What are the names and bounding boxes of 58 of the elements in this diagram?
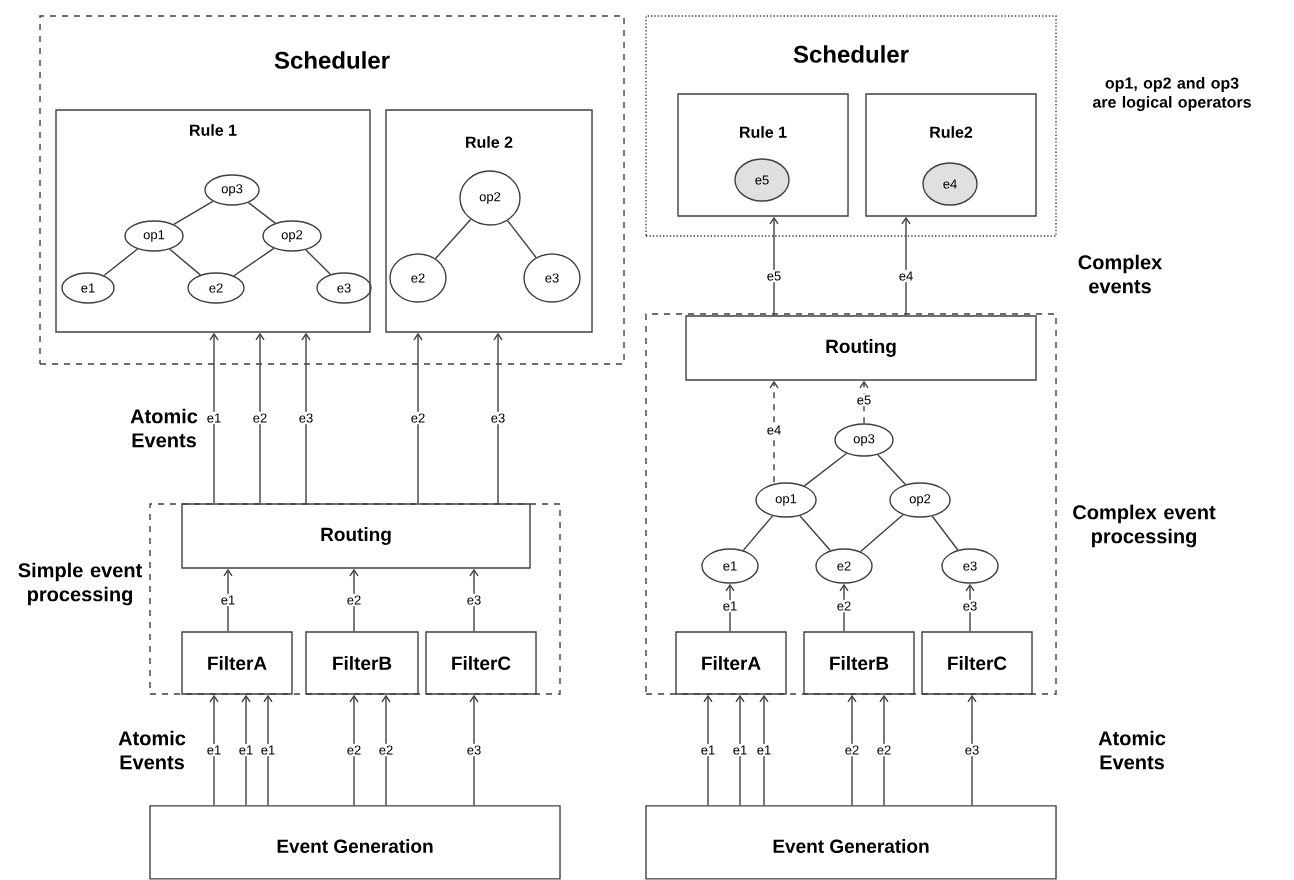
connector-line (799, 515, 832, 552)
arrow (703, 694, 713, 806)
connector-line (931, 515, 959, 551)
connector-line (803, 452, 848, 487)
arrow (241, 694, 251, 806)
arrow (493, 332, 503, 504)
arrow (847, 694, 857, 806)
event-generation-box: Event Generation (645, 805, 1057, 880)
connector-line (742, 515, 774, 552)
connector-line (506, 220, 537, 259)
arrow (965, 583, 975, 632)
connector-line (233, 247, 275, 277)
filter-box: FilterA (675, 631, 787, 695)
arrow (769, 380, 779, 483)
arrow (209, 332, 219, 504)
filter-box: FilterB (803, 631, 915, 695)
arrow (469, 568, 479, 632)
arrow (263, 694, 273, 806)
routing-box: Routing (685, 315, 1037, 381)
side-label: Complex events (1078, 254, 1163, 294)
connector-line (169, 248, 202, 276)
side-label: Atomic Events (130, 408, 198, 448)
arrow (381, 694, 391, 806)
node-label: Complex event processing (1073, 504, 1216, 548)
side-label: Atomic Events (1098, 730, 1166, 770)
arrow (839, 583, 849, 632)
connector-line (247, 201, 276, 224)
connector-line (434, 218, 472, 260)
note: op1, op2 and op3 are logical operators (1092, 77, 1251, 111)
filter-box: FilterB (305, 631, 419, 695)
connector-line (305, 249, 332, 276)
connector-line (859, 514, 904, 553)
connector-line (173, 200, 214, 225)
filter-box: FilterC (921, 631, 1033, 695)
connector-line (103, 248, 139, 277)
arrow (223, 568, 233, 632)
routing-box: Routing (181, 503, 531, 569)
arrow (967, 694, 977, 806)
arrow (469, 694, 479, 806)
filter-box: FilterC (425, 631, 537, 695)
arrow (301, 332, 311, 504)
filter-box: FilterA (181, 631, 293, 695)
arrow (769, 216, 779, 316)
arrow (349, 568, 359, 632)
arrow (413, 332, 423, 504)
arrow (735, 694, 745, 806)
arrow (209, 694, 219, 806)
arrow (255, 332, 265, 504)
event-generation-box: Event Generation (149, 805, 561, 880)
arrow (759, 694, 769, 806)
arrow (901, 216, 911, 316)
connector-line (877, 454, 907, 486)
arrow (725, 583, 735, 632)
arrow (859, 380, 869, 424)
arrow (879, 694, 889, 806)
arrow (349, 694, 359, 806)
side-label: Atomic Events (118, 730, 186, 770)
node-label: Simple event processing (18, 562, 143, 606)
